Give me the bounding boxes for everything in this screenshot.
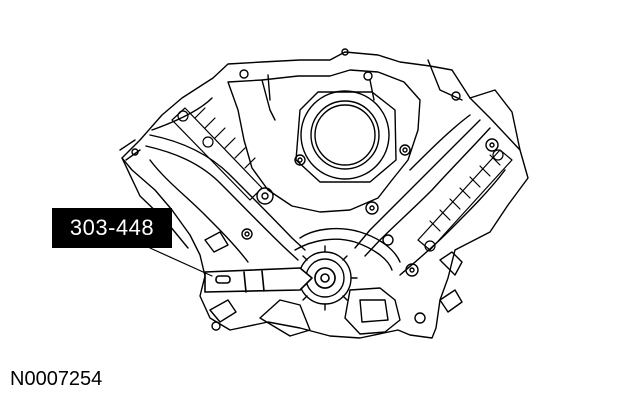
figure-id: N0007254 <box>10 368 103 390</box>
cylinder-bore <box>295 90 397 183</box>
special-tool-holding-bar <box>204 267 336 293</box>
timing-chain-left <box>145 97 306 263</box>
chain-tensioner-left <box>171 107 263 201</box>
tool-callout-label: 303-448 <box>52 208 172 248</box>
chain-tensioner-right <box>417 149 513 252</box>
timing-chain-right <box>354 114 506 276</box>
engine-block-outline <box>121 51 529 339</box>
callout-leader-line <box>149 247 213 277</box>
block-bolt-holes <box>211 48 499 331</box>
